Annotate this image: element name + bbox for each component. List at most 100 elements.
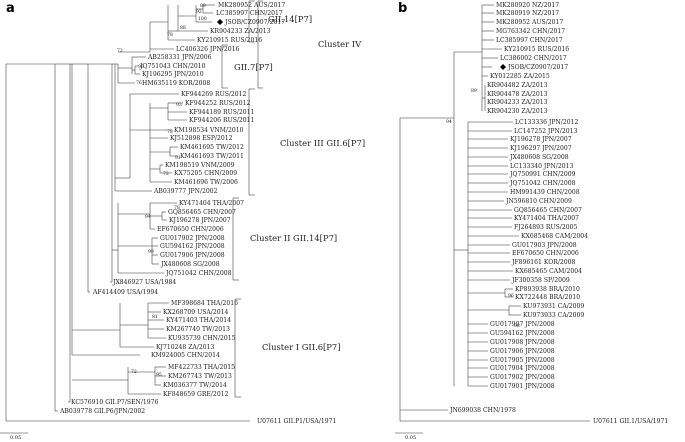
- bootstrap-value: 95: [156, 372, 162, 378]
- taxon-label: KY471403 THA/2014: [166, 317, 231, 324]
- taxon-label: KU973933 CA/2009: [523, 312, 584, 319]
- scale-bar-label: 0.05: [10, 435, 21, 441]
- taxon-label: JF896161 KOR/2008: [511, 259, 576, 266]
- bootstrap-value: 78: [167, 32, 173, 38]
- bootstrap-value: 72: [117, 48, 123, 54]
- taxon-label: GU017901 JPN/2008: [490, 383, 555, 390]
- taxon-label: KY210915 RUS/2016: [197, 37, 262, 44]
- taxon-label: KF848659 GRE/2012: [163, 391, 229, 398]
- taxon-label: HM635119 KOR/2008: [142, 80, 210, 87]
- taxon-label: KY012285 ZA/2015: [490, 73, 550, 80]
- taxon-label: KX685465 CAM/2004: [515, 268, 582, 275]
- taxon-label: JX480608 SG/2008: [509, 154, 569, 161]
- taxon-label: JN596810 CHN/2009: [505, 198, 572, 205]
- cluster-label: Cluster III GII.6[P7]: [280, 138, 365, 148]
- taxon-label: GU017904 JPN/2008: [490, 365, 555, 372]
- taxon-label: KM036377 TW/2014: [163, 382, 227, 389]
- taxon-label: MG763342 CHN/2017: [496, 28, 565, 35]
- bootstrap-value: 92: [196, 9, 202, 15]
- taxon-label: JSOB/CZ0907/2017: [224, 19, 285, 26]
- taxon-label: KJ512898 ESP/2012: [170, 135, 233, 142]
- taxon-label: GU017907 JPN/2008: [490, 321, 555, 328]
- bootstrap-value: 78: [174, 205, 180, 211]
- taxon-label: KF944189 RUS/2011: [189, 109, 255, 116]
- bootstrap-value: 94: [145, 214, 151, 220]
- taxon-label: LC386002 CHN/2017: [500, 55, 567, 62]
- taxon-label: GU017906 JPN/2008: [490, 348, 555, 355]
- reference-strain-diamond-icon: [500, 64, 506, 70]
- taxon-label: KY471404 THA/2007: [179, 200, 244, 207]
- bootstrap-value: 72: [131, 369, 137, 375]
- taxon-label: KF944269 RUS/2012: [181, 91, 247, 98]
- bootstrap-value: 91: [175, 155, 181, 161]
- bootstrap-value: 76: [136, 80, 142, 86]
- taxon-label: KR904233 ZA/2013: [210, 28, 271, 35]
- bootstrap-value: 78: [167, 129, 173, 135]
- taxon-label: KU935739 CHN/2015: [168, 335, 236, 342]
- bootstrap-value: 99: [148, 249, 154, 255]
- taxon-label: KR904482 ZA/2013: [487, 82, 548, 89]
- taxon-label: KM267743 TW/2013: [168, 373, 232, 380]
- taxon-label: GQ856465 CHN/2007: [514, 207, 582, 214]
- taxon-label: KX722448 BRA/2010: [515, 294, 580, 301]
- panel-label-b: b: [398, 1, 407, 16]
- taxon-label: KX75205 CHN/2009: [174, 170, 237, 177]
- taxon-label: KY471404 THA/2007: [514, 215, 579, 222]
- bootstrap-value: 81: [152, 314, 158, 320]
- taxon-label: EF670650 CHN/2006: [512, 250, 579, 257]
- taxon-label: KR904233 ZA/2013: [487, 99, 548, 106]
- bootstrap-value: 96: [508, 293, 514, 299]
- bootstrap-value: 93: [176, 102, 182, 108]
- taxon-label: MK280920 NZ/2017: [496, 2, 559, 9]
- taxon-label: KJ196278 JPN/2007: [169, 217, 231, 224]
- scale-bar-label: 0.05: [405, 435, 416, 441]
- taxon-label: JQ751042 CHN/2008: [509, 180, 576, 187]
- taxon-label: JX846927 USA/1984: [112, 279, 176, 286]
- taxon-label: GU594162 JPN/2008: [160, 243, 225, 250]
- taxon-label: JQ751042 CHN/2008: [165, 270, 232, 277]
- taxon-label: KM461696 TW/2006: [174, 179, 238, 186]
- cluster-brackets: [221, 0, 263, 398]
- taxon-label: KX268709 USA/2014: [163, 309, 228, 316]
- taxon-label: KM198519 VNM/2009: [165, 162, 235, 169]
- taxon-label: KP893938 BRA/2010: [515, 286, 580, 293]
- taxon-label: JQ751043 CHN/2010: [139, 63, 206, 70]
- taxon-label: KM267740 TW/2013: [166, 326, 230, 333]
- taxon-label: MK280952 AUS/2017: [496, 19, 563, 26]
- taxon-label: AF414409 USA/1994: [92, 289, 158, 296]
- branches: [5, 4, 250, 422]
- taxon-label: KM924005 CHN/2014: [151, 352, 220, 359]
- taxon-label: LC147252 JPN/2013: [514, 128, 577, 135]
- taxon-label: GU017902 JPN/2008: [160, 235, 225, 242]
- taxon-label: KJ710248 ZA/2013: [156, 344, 215, 351]
- taxon-label: HM991439 CHN/2008: [510, 189, 580, 196]
- bootstrap-value: 100: [198, 16, 207, 22]
- taxon-label: MF398684 THA/2016: [171, 300, 238, 307]
- cluster-label: GII.14[P7]: [268, 14, 312, 24]
- taxon-label: LC406326 JPN/2016: [176, 46, 239, 53]
- taxon-label: JSOB/CZ0907/2017: [507, 64, 568, 71]
- branches: [399, 4, 590, 422]
- taxon-label: GU017905 JPN/2008: [490, 357, 555, 364]
- taxon-label: KF944206 RUS/2011: [189, 117, 255, 124]
- taxon-label: KJ196295 JPN/2010: [142, 71, 204, 78]
- bootstrap-value: 72: [163, 171, 169, 177]
- taxon-label: LC385997 CHN/2017: [216, 10, 283, 17]
- taxon-label: MK280919 NZ/2017: [496, 10, 559, 17]
- cluster-label: Cluster IV: [318, 39, 362, 49]
- taxon-label: GU017902 JPN/2008: [490, 374, 555, 381]
- panel-label-a: a: [6, 1, 15, 16]
- taxon-label: KM198534 VNM/2010: [174, 127, 244, 134]
- taxon-label: U07611 GII.P1/USA/1971: [257, 418, 337, 425]
- bootstrap-value: 89: [200, 3, 206, 9]
- taxon-label: KM461695 TW/2012: [180, 144, 244, 151]
- taxon-label: GU017908 JPN/2008: [490, 339, 555, 346]
- taxon-label: AB039778 GII.P6/JPN/2002: [59, 408, 145, 415]
- taxon-label: GU594162 JPN/2008: [490, 330, 555, 337]
